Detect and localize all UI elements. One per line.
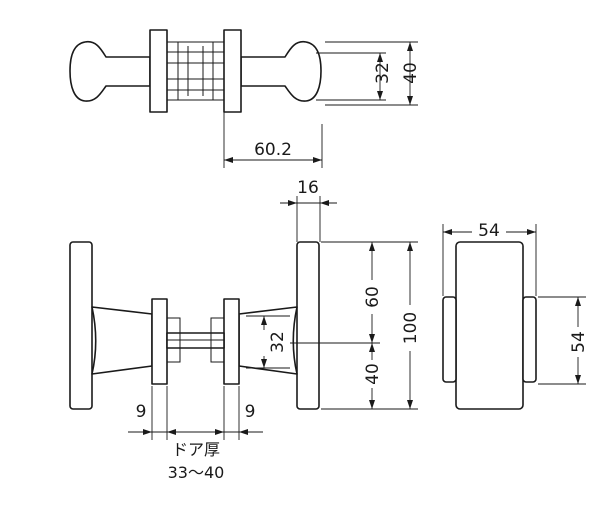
dim-40-front-label: 40: [363, 363, 383, 385]
dim-16-label: 16: [297, 178, 319, 198]
dim-32-top-label: 32: [373, 62, 393, 84]
front-left-rose: [151, 298, 168, 385]
dim-plate-thickness: 16: [280, 178, 337, 242]
dim-60-2-label: 60.2: [254, 140, 292, 160]
side-view: [442, 241, 537, 410]
dim-60-label: 60: [363, 286, 383, 308]
top-left-knob: [69, 40, 151, 102]
front-right-rose: [223, 298, 240, 385]
dim-9-left-label: 9: [136, 402, 147, 422]
dim-top-height: 32 40: [316, 41, 421, 106]
dim-54-width-label: 54: [478, 221, 500, 241]
side-right-tab: [522, 296, 537, 383]
side-left-tab: [442, 296, 457, 383]
front-left-neck: [91, 306, 153, 375]
front-right-plate: [296, 241, 320, 410]
top-left-rose: [149, 29, 168, 113]
door-thickness-label: ドア厚: [172, 440, 220, 459]
dim-top-width: 60.2: [223, 112, 323, 168]
top-spindle-mechanism: [166, 41, 225, 101]
dim-40-top-label: 40: [401, 62, 421, 84]
dim-knob-diameter: 32: [246, 315, 290, 369]
dim-plate-height: 60 40 100: [290, 241, 421, 410]
door-thickness-range: 33～40: [168, 463, 225, 482]
side-outer-body: [455, 241, 524, 410]
front-view: [69, 241, 320, 410]
top-view: [69, 29, 322, 113]
top-right-knob: [240, 40, 322, 102]
dim-100-label: 100: [401, 312, 421, 344]
front-left-plate: [69, 241, 93, 410]
dim-side-width: 54: [442, 220, 537, 296]
dim-side-height: 54: [538, 296, 589, 385]
dim-9-right-label: 9: [245, 402, 256, 422]
top-right-rose: [223, 29, 242, 113]
dim-54-height-label: 54: [569, 331, 589, 353]
dim-roses: 9 9 ドア厚 33～40: [128, 386, 263, 482]
dim-32-front-label: 32: [268, 331, 288, 353]
